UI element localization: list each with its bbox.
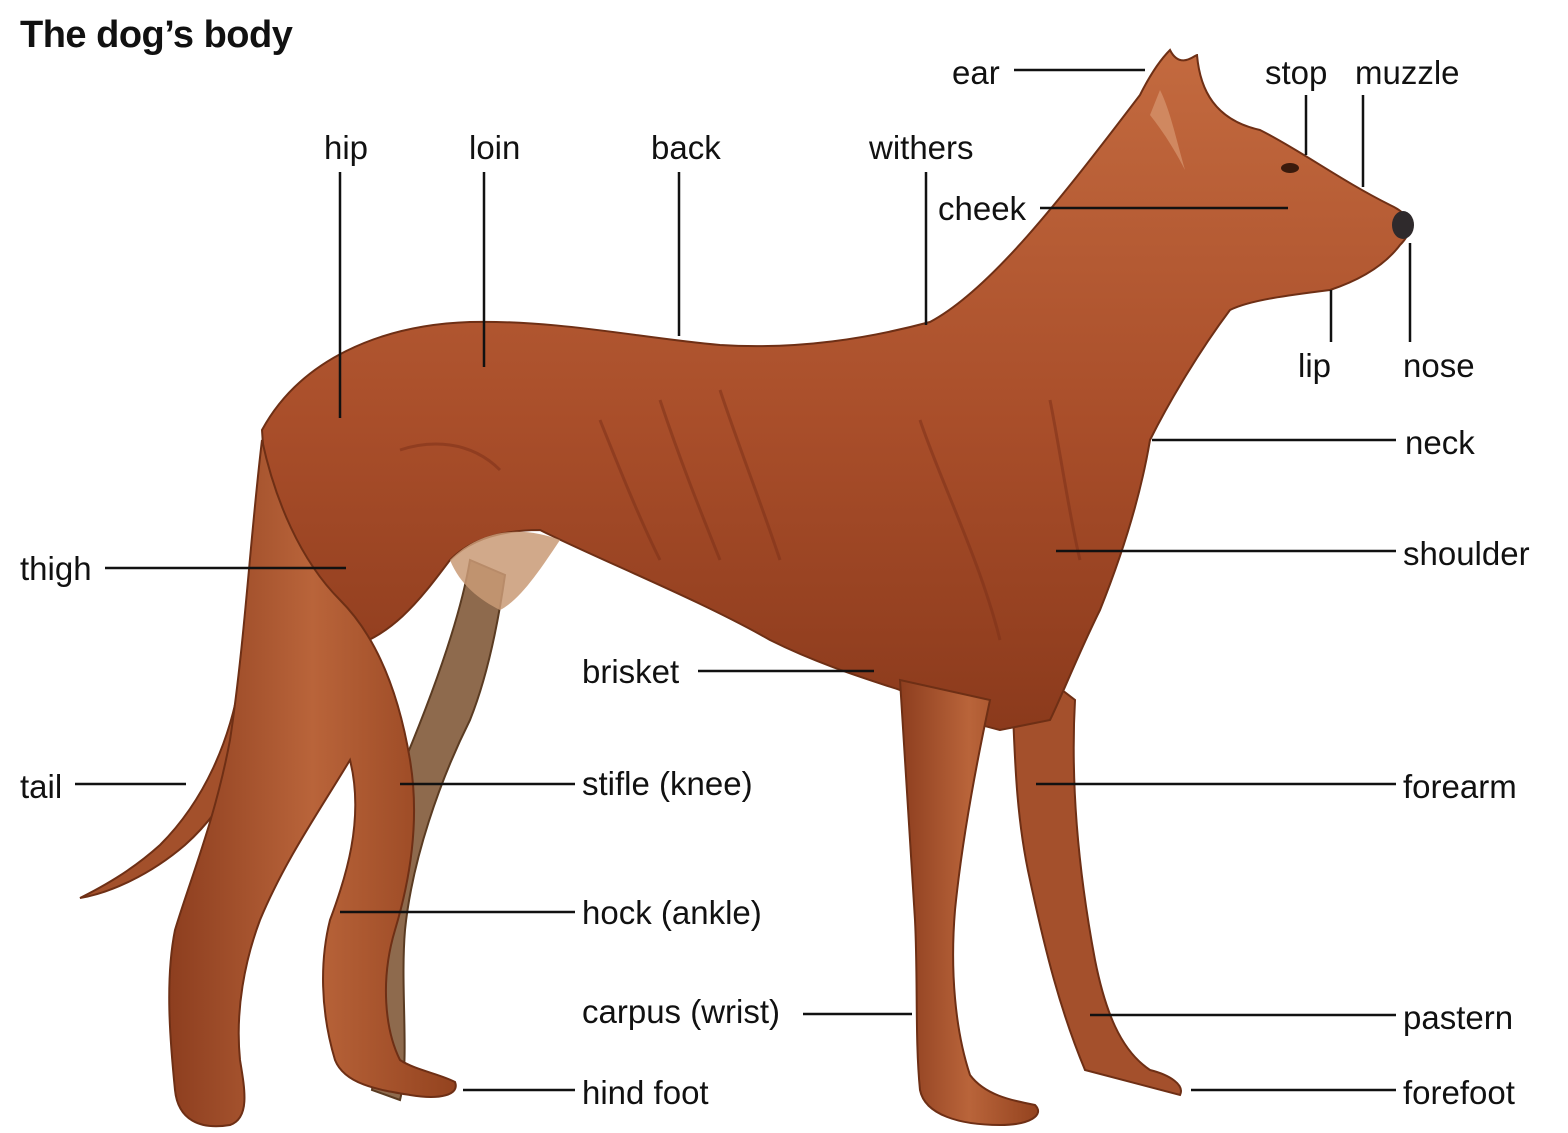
label-loin: loin — [469, 129, 521, 166]
nose-tip — [1392, 211, 1414, 239]
eye — [1281, 163, 1299, 173]
label-tail: tail — [20, 768, 63, 805]
leader-lines — [75, 68, 1412, 1092]
body — [260, 48, 1411, 732]
belly-shading — [450, 531, 560, 610]
label-hip: hip — [324, 129, 369, 166]
near-hind-leg — [168, 439, 457, 1128]
label-forefoot: forefoot — [1403, 1074, 1515, 1111]
label-stifle: stifle (knee) — [582, 765, 753, 802]
label-back: back — [651, 129, 721, 166]
label-stop: stop — [1265, 54, 1328, 91]
label-neck: neck — [1405, 424, 1475, 461]
label-thigh: thigh — [20, 550, 92, 587]
label-forearm: forearm — [1403, 768, 1517, 805]
label-shoulder: shoulder — [1403, 535, 1530, 572]
muscle-shading — [399, 389, 1082, 641]
label-lip: lip — [1298, 347, 1332, 384]
label-pastern: pastern — [1403, 999, 1514, 1036]
label-hock: hock (ankle) — [582, 894, 762, 931]
near-fore-leg — [898, 678, 1039, 1127]
label-carpus: carpus (wrist) — [582, 993, 781, 1030]
label-muzzle: muzzle — [1355, 54, 1460, 91]
label-withers: withers — [869, 129, 974, 166]
label-brisket: brisket — [582, 653, 680, 690]
label-nose: nose — [1403, 347, 1475, 384]
label-hind-foot: hind foot — [582, 1074, 709, 1111]
ear-inner — [1150, 90, 1185, 170]
label-cheek: cheek — [938, 190, 1027, 227]
label-ear: ear — [952, 54, 1000, 91]
diagram-title: The dog’s body — [20, 14, 293, 56]
far-fore-leg — [1008, 647, 1182, 1097]
